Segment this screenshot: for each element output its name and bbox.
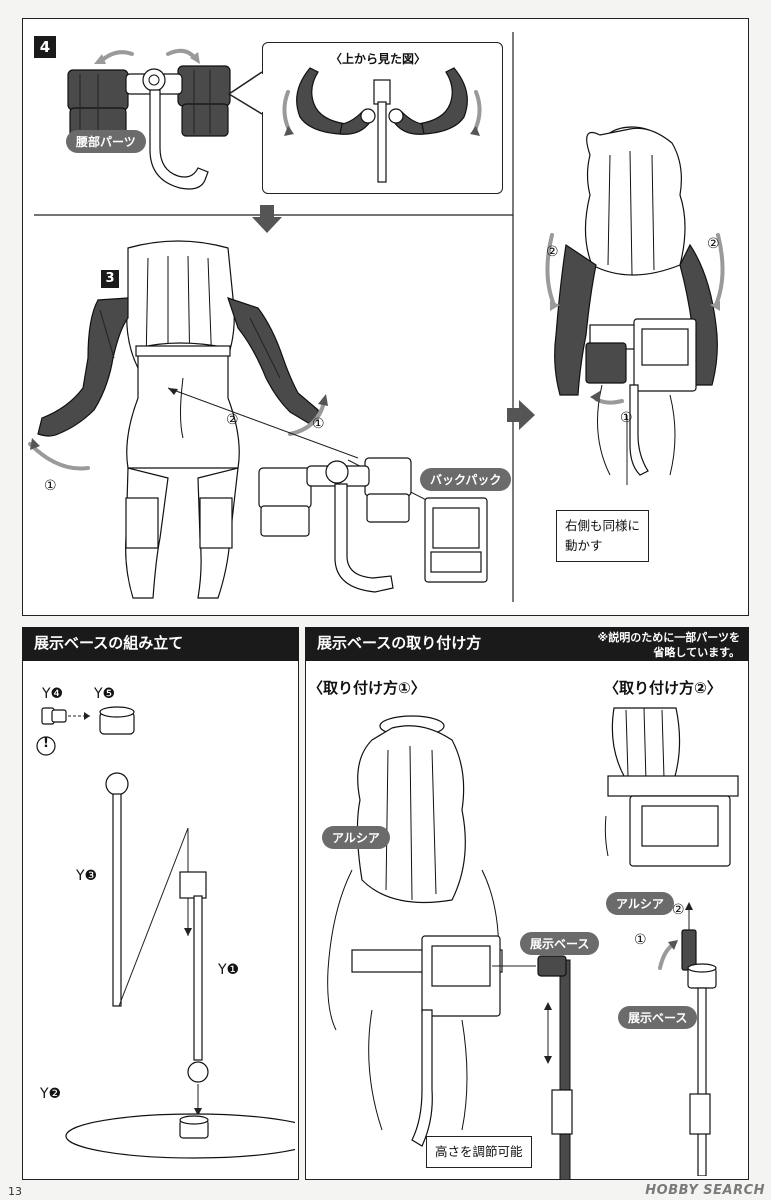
- backpack-label: バックパック: [420, 468, 512, 491]
- right-circle-1: ①: [620, 410, 633, 426]
- right-side-note-line2: 動かす: [565, 538, 603, 553]
- method-1-illustration: [327, 715, 573, 1180]
- part-y4-label: Y❹: [42, 686, 64, 702]
- step3-circle-2: ②: [226, 412, 239, 428]
- step-4-badge: 4: [34, 36, 56, 58]
- step3-circle-1-right: ①: [312, 416, 325, 432]
- right-side-note-line1: 右側も同様に: [565, 518, 641, 533]
- caution-mark: !: [43, 736, 49, 751]
- page-number: 13: [8, 1185, 22, 1198]
- right-side-note: 右側も同様に 動かす: [556, 510, 650, 562]
- stand-assembly-panel: [22, 627, 299, 1180]
- stand-attachment-title: 展示ベースの取り付け方: [305, 627, 749, 661]
- omission-note-line1: ※説明のために一部パーツを: [597, 631, 740, 644]
- step-3-badge: 3: [101, 270, 119, 288]
- part-y2-label: Y❷: [40, 1086, 62, 1102]
- method-1-arsia-label: アルシア: [322, 826, 390, 849]
- callout-pointer: [227, 71, 265, 115]
- method-2-circle-2: ②: [672, 902, 685, 918]
- figure-back-view-step3: [28, 240, 439, 599]
- method-1-title: 〈取り付け方①〉: [308, 679, 426, 697]
- method-2-circle-1: ①: [634, 932, 647, 948]
- watermark: HOBBY SEARCH: [645, 1183, 765, 1198]
- part-y5-label: Y❺: [94, 686, 116, 702]
- right-circle-2-left: ②: [546, 244, 559, 260]
- top-view-caption: 〈上から見た図〉: [330, 52, 427, 66]
- omission-note-line2: 省略しています。: [653, 646, 740, 659]
- height-adjust-note: 高さを調節可能: [426, 1136, 532, 1168]
- omission-note: ※説明のために一部パーツを 省略しています。: [560, 630, 740, 660]
- method-2-title: 〈取り付け方②〉: [604, 679, 722, 697]
- waist-part-label: 腰部パーツ: [66, 130, 146, 153]
- method-2-arsia-label: アルシア: [606, 892, 674, 915]
- waist-part-illustration: [67, 48, 231, 190]
- step3-circle-1-left: ①: [44, 478, 57, 494]
- part-y1-label: Y❶: [218, 962, 240, 978]
- right-arrow: [507, 400, 535, 430]
- method-2-base-label: 展示ベース: [618, 1006, 698, 1029]
- stand-assembly-illustration: [36, 706, 295, 1159]
- stand-assembly-title: 展示ベースの組み立て: [22, 627, 299, 661]
- top-view-illustration: [282, 67, 482, 183]
- figure-with-backpack: [545, 126, 725, 485]
- right-circle-2-right: ②: [707, 236, 720, 252]
- method-1-base-label: 展示ベース: [520, 932, 600, 955]
- waist-and-backpack-illustration: [258, 457, 488, 593]
- method-2-illustration: [604, 707, 739, 1176]
- down-arrow: [252, 205, 282, 233]
- part-y3-label: Y❸: [76, 868, 98, 884]
